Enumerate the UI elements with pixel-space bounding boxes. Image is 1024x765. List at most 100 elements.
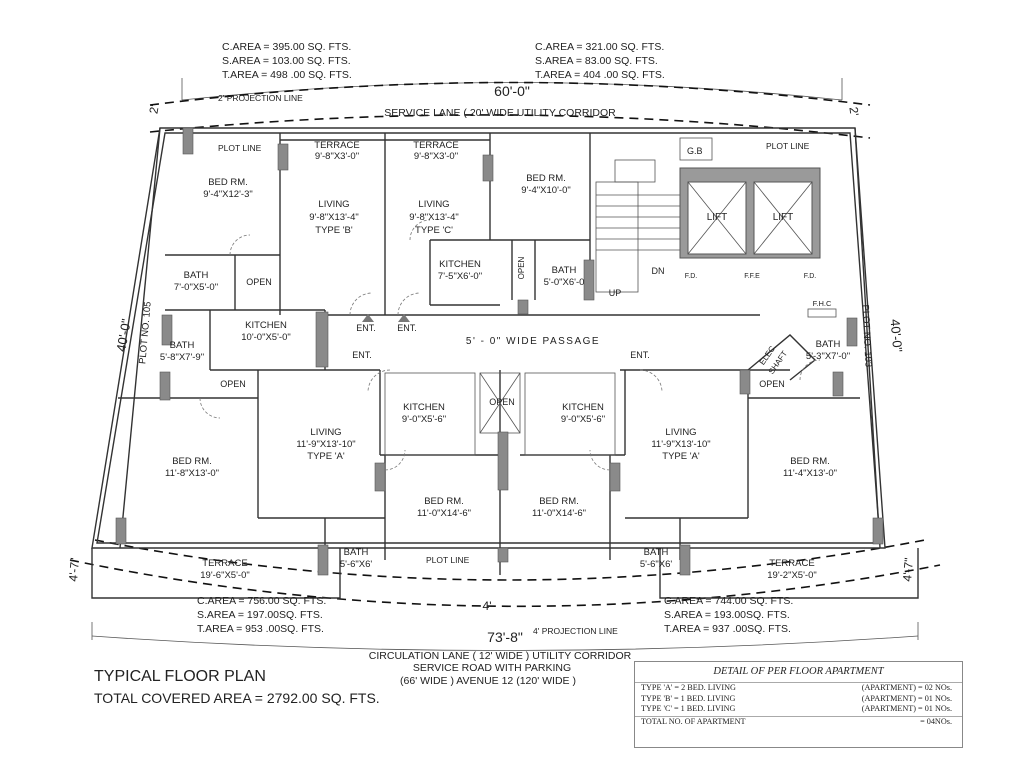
fd-label: F.D. (804, 273, 817, 280)
area-s: S.AREA = 83.00 SQ. FTS. (535, 55, 658, 67)
room-size: 9'-8"X13'-4" (409, 212, 458, 223)
plot-line-label: PLOT LINE (426, 555, 470, 565)
detail-total-label: TOTAL NO. OF APARTMENT (641, 716, 746, 726)
room-size: 9'-8"X3'-0" (414, 151, 458, 162)
open-label: OPEN (517, 256, 526, 279)
detail-total-row: TOTAL NO. OF APARTMENT = 04NOs. (635, 715, 962, 728)
room-name: KITCHEN (403, 402, 445, 413)
area-s: S.AREA = 197.00SQ. FTS. (197, 609, 323, 621)
room-type: TYPE 'B' (315, 225, 353, 236)
area-block-bottom-right: C.AREA = 744.00 SQ. FTS. S.AREA = 193.00… (664, 595, 793, 635)
dim-bottom: 73'-8" (487, 629, 523, 645)
room-name: BED RM. (424, 496, 464, 507)
dim-top: 60'-0" (494, 83, 530, 99)
open-label: OPEN (220, 379, 246, 389)
plot-right-label: PLOT NO. 103 (859, 304, 873, 367)
stair-down-label: DN (652, 266, 665, 276)
room-size: 9'-4"X10'-0" (521, 185, 570, 196)
room-name: KITCHEN (439, 259, 481, 270)
detail-row-count: (APARTMENT) = 01 NOs. (861, 704, 952, 713)
open-label: OPEN (246, 277, 272, 287)
room-size: 11'-0"X14'-6" (532, 508, 586, 519)
room-size: 11'-8"X13'-0" (165, 468, 219, 479)
apartment-detail-table: DETAIL OF PER FLOOR APARTMENT TYPE 'A' =… (634, 661, 963, 748)
dim-corner-tr: 2' (846, 106, 861, 117)
room-name: BATH (344, 547, 369, 558)
room-name: BED RM. (208, 177, 248, 188)
room-name: LIVING (310, 427, 341, 438)
room-name: KITCHEN (562, 402, 604, 413)
room-name: LIVING (318, 199, 349, 210)
detail-heading: DETAIL OF PER FLOOR APARTMENT (635, 662, 962, 683)
circulation-label-2: SERVICE ROAD WITH PARKING (413, 662, 571, 674)
detail-row: TYPE 'C' = 1 BED. LIVING (APARTMENT) = 0… (635, 704, 962, 715)
area-block-top-right: C.AREA = 321.00 SQ. FTS. S.AREA = 83.00 … (535, 41, 665, 81)
projection-label-bottom: 4' PROJECTION LINE (533, 626, 618, 636)
area-s: S.AREA = 193.00SQ. FTS. (664, 609, 790, 621)
open-label: OPEN (759, 379, 785, 389)
lift-label: LIFT (773, 212, 794, 223)
room-size: 5'-8"X7'-9" (160, 352, 204, 363)
area-c: C.AREA = 744.00 SQ. FTS. (664, 595, 793, 607)
area-block-top-left: C.AREA = 395.00 SQ. FTS. S.AREA = 103.00… (222, 41, 352, 81)
room-type: TYPE 'A' (662, 451, 700, 462)
entrance-label: ENT. (352, 350, 372, 360)
area-t: T.AREA = 404 .00 SQ. FTS. (535, 69, 665, 81)
room-name: TERRACE (202, 558, 247, 569)
dim-corner-bl: 4'-7" (66, 557, 82, 582)
detail-row: TYPE 'A' = 2 BED. LIVING (APARTMENT) = 0… (635, 683, 962, 694)
room-name: BED RM. (790, 456, 830, 467)
room-name: BED RM. (526, 173, 566, 184)
room-size: 11'-9"X13'-10" (296, 439, 355, 450)
room-size: 10'-0"X5'-0" (241, 332, 290, 343)
room-name: TERRACE (314, 140, 359, 151)
room-name: LIVING (665, 427, 696, 438)
room-name: BED RM. (172, 456, 212, 467)
room-name: BATH (184, 270, 209, 281)
detail-row: TYPE 'B' = 1 BED. LIVING (APARTMENT) = 0… (635, 694, 962, 705)
area-block-bottom-left: C.AREA = 756.00 SQ. FTS. S.AREA = 197.00… (197, 595, 326, 635)
dim-bottom-mid: 4' (483, 599, 492, 613)
room-size: 9'-0"X5'-6" (402, 414, 446, 425)
plot-left-label: PLOT NO. 105 (137, 301, 153, 364)
room-name: TERRACE (413, 140, 458, 151)
fhc-label: F.H.C (813, 299, 832, 308)
entrance-label: ENT. (630, 350, 650, 360)
area-c: C.AREA = 395.00 SQ. FTS. (222, 41, 351, 53)
dim-left: 40'-0" (113, 317, 134, 353)
room-size: 5'-6"X6' (340, 559, 373, 570)
room-size: 11'-9"X13'-10" (651, 439, 710, 450)
ffe-label: F.F.E (744, 273, 760, 280)
detail-row-count: (APARTMENT) = 02 NOs. (861, 683, 952, 692)
room-name: KITCHEN (245, 320, 287, 331)
detail-total-count: = 04NOs. (920, 716, 952, 726)
room-name: BED RM. (539, 496, 579, 507)
area-c: C.AREA = 321.00 SQ. FTS. (535, 41, 664, 53)
dim-right: 40'-0" (888, 318, 906, 353)
detail-row-count: (APARTMENT) = 01 NOs. (861, 693, 952, 703)
passage-label: 5' - 0" WIDE PASSAGE (466, 336, 600, 347)
circulation-label-3: (66' WIDE ) AVENUE 12 (120' WIDE ) (400, 675, 576, 687)
room-name: BATH (170, 340, 195, 351)
room-name: BATH (552, 265, 577, 276)
plan-title: TYPICAL FLOOR PLAN (94, 668, 266, 685)
room-type: TYPE 'A' (307, 451, 345, 462)
room-size: 7'-0"X5'-0" (174, 282, 218, 293)
fd-label: F.D. (685, 273, 698, 280)
room-size: 9'-8"X13'-4" (309, 212, 358, 223)
lift-label: LIFT (707, 212, 728, 223)
detail-row-type: TYPE 'C' = 1 BED. LIVING (641, 704, 736, 713)
room-size: 19'-2"X5'-0" (767, 570, 816, 581)
room-name: LIVING (418, 199, 449, 210)
detail-row-type: TYPE 'A' = 2 BED. LIVING (641, 683, 736, 692)
dim-corner-tl: 2' (146, 104, 161, 115)
gb-label: G.B (687, 146, 703, 156)
area-c: C.AREA = 756.00 SQ. FTS. (197, 595, 326, 607)
dim-corner-br: 4'-7" (900, 557, 916, 582)
room-size: 11'-4"X13'-0" (783, 468, 837, 479)
room-size: 5'-3"X7'-0" (806, 351, 850, 362)
area-t: T.AREA = 498 .00 SQ. FTS. (222, 69, 352, 81)
entrance-label: ENT. (356, 323, 376, 333)
detail-row-type: TYPE 'B' = 1 BED. LIVING (641, 693, 736, 703)
